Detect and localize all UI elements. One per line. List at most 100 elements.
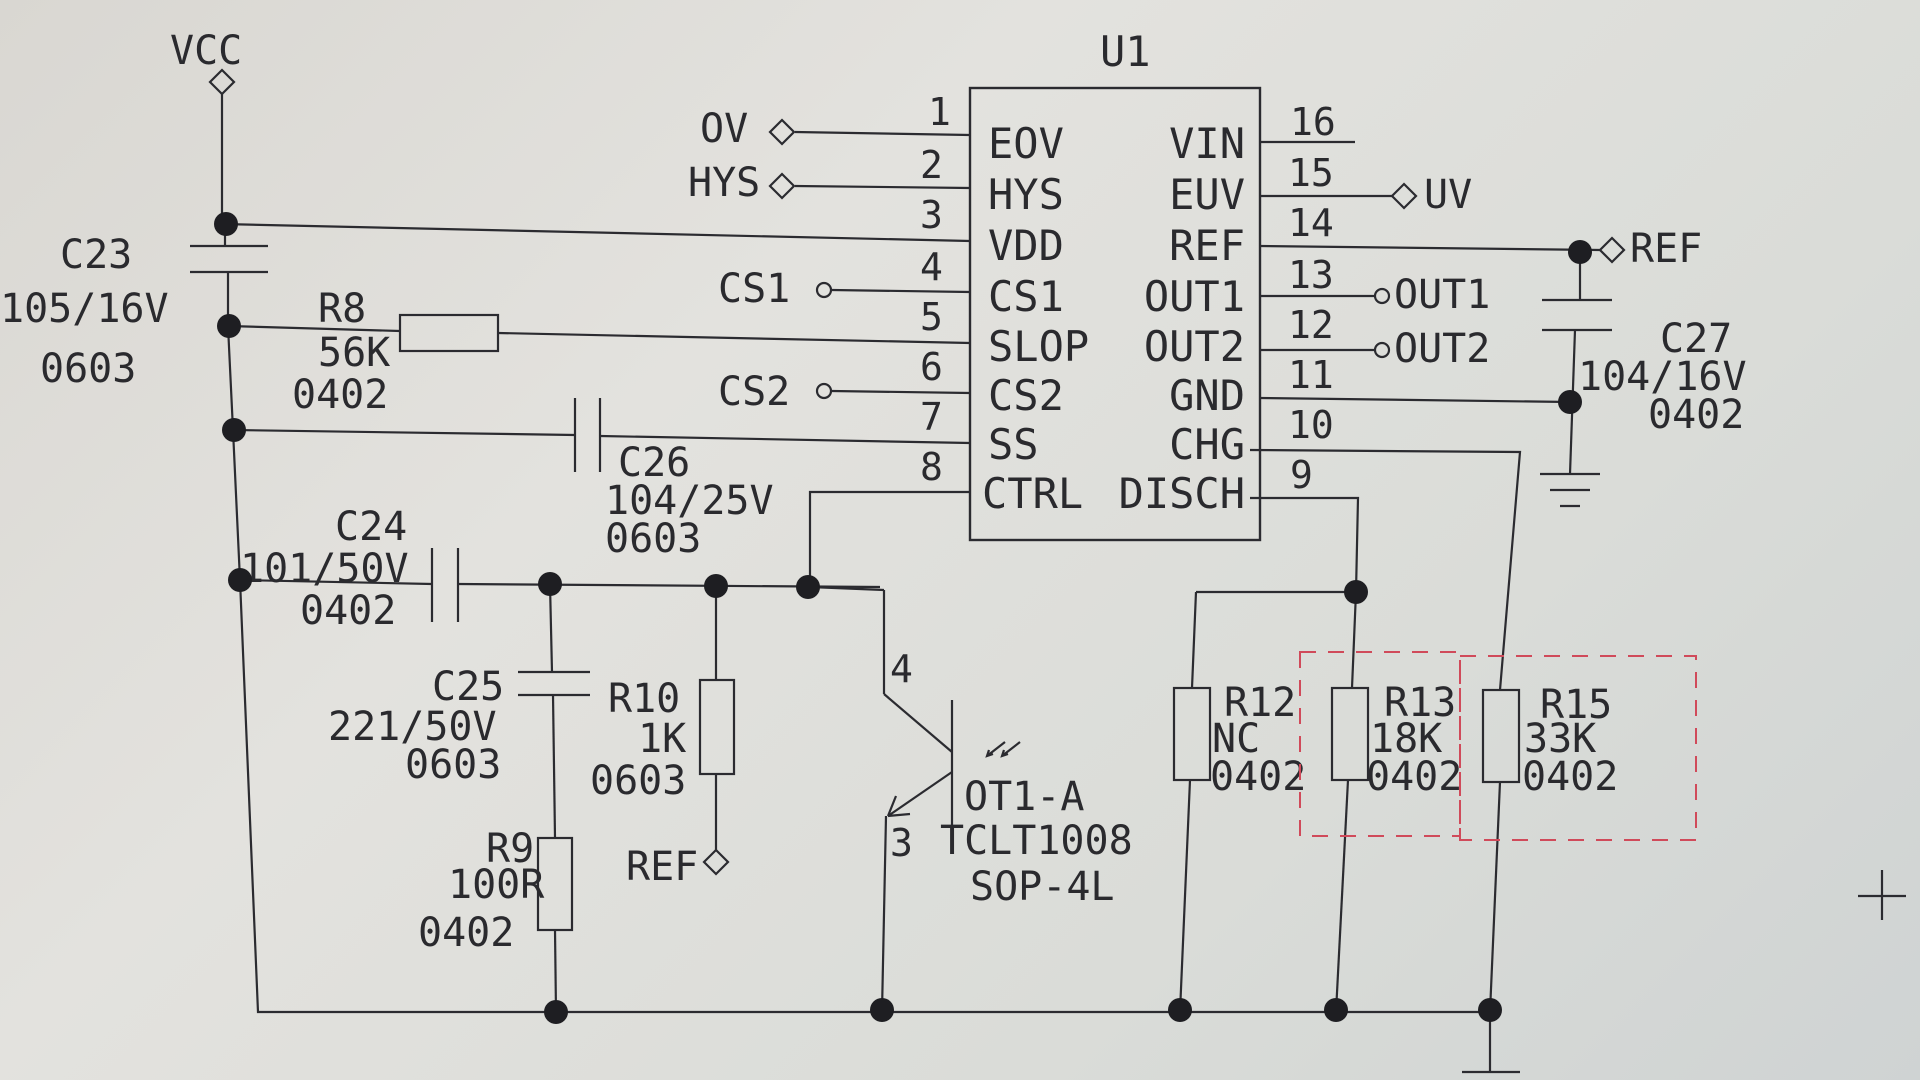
wire-r9-bottom: [553, 929, 558, 1013]
wire-pin9-disch: [1250, 496, 1360, 593]
u1-pin-name-3: VDD: [988, 221, 1064, 270]
c27-value: 104/16V: [1578, 354, 1747, 400]
r13-body: [1330, 686, 1370, 782]
ref-port-icon-right: [1598, 236, 1626, 264]
r15-package: 0402: [1522, 754, 1618, 800]
u1-pin-name-6: CS2: [988, 371, 1064, 420]
c23-ref: C23: [60, 232, 132, 278]
wire-ot1-emitter: [880, 815, 888, 1013]
u1-pin-name-14: REF: [1169, 221, 1245, 270]
wire-pin3-vdd: [221, 222, 971, 243]
wire-pin14: [1259, 244, 1601, 252]
r10-ref: R10: [608, 676, 680, 722]
uv-port-label: UV: [1424, 172, 1472, 218]
wire-r8-right: [497, 331, 971, 345]
uv-port-icon: [1390, 182, 1418, 210]
u1-pin-name-13: OUT1: [1144, 272, 1245, 321]
junction-dot: [1324, 998, 1348, 1022]
u1-pin-name-4: CS1: [988, 272, 1064, 321]
ot1-light-icon: [985, 741, 1021, 758]
cs1-port-icon: [815, 281, 833, 299]
cs1-port-label: CS1: [718, 266, 790, 312]
r15-ref: R15: [1540, 682, 1612, 728]
u1-pin-num-5: 5: [920, 295, 943, 339]
ot1-package: SOP-4L: [970, 864, 1115, 910]
junction-dot: [870, 998, 894, 1022]
u1-pin-num-11: 11: [1288, 353, 1334, 397]
junction-dot: [217, 314, 241, 338]
junction-dot: [228, 568, 252, 592]
cs2-port-label: CS2: [718, 369, 790, 415]
r8-value: 56K: [318, 330, 390, 376]
r9-ref: R9: [486, 826, 534, 872]
junction-dot: [1168, 998, 1192, 1022]
u1-pin-num-6: 6: [920, 345, 943, 389]
c25-value: 221/50V: [328, 704, 497, 750]
u1-pin-name-7: SS: [988, 420, 1039, 469]
u1-pin-name-11: GND: [1169, 371, 1245, 420]
c24-package: 0402: [300, 588, 396, 634]
wire-r12-bottom: [1178, 779, 1192, 1013]
ot1-emitter-leg: [887, 771, 953, 817]
r12-package: 0402: [1210, 754, 1306, 800]
out2-port-label: OUT2: [1394, 326, 1490, 372]
wire-c26-right: [599, 434, 971, 445]
wire-c26-left: [232, 428, 576, 437]
r13-option-box: [1299, 651, 1461, 837]
junction-dot: [222, 418, 246, 442]
c25-ref: C25: [432, 664, 504, 710]
u1-pin-name-8: CTRL: [982, 469, 1083, 518]
wire-r8-left: [227, 324, 401, 333]
r12-ref: R12: [1224, 680, 1296, 726]
hys-port-icon: [768, 172, 796, 200]
u1-pin-num-10: 10: [1288, 403, 1334, 447]
r12-body: [1172, 686, 1212, 782]
r15-value: 33K: [1524, 716, 1596, 762]
wire-pin8-ctrl: [808, 490, 970, 584]
ot1-collector-leg: [883, 693, 953, 753]
ref-port-label-r10: REF: [626, 844, 698, 890]
u1-pin-num-9: 9: [1290, 453, 1313, 497]
wire-pin11: [1259, 396, 1571, 404]
r12-value: NC: [1212, 716, 1260, 762]
u1-pin-name-16: VIN: [1169, 119, 1245, 168]
u1-pin-num-13: 13: [1288, 253, 1334, 297]
u1-pin-name-9: DISCH: [1119, 469, 1245, 518]
wire-pin4: [831, 288, 971, 294]
wire-c25-r9: [551, 694, 557, 839]
c24-value: 101/50V: [240, 546, 409, 592]
c26-value: 104/25V: [605, 478, 774, 524]
u1-pin-num-2: 2: [920, 143, 943, 187]
u1-pin-name-5: SLOP: [988, 322, 1089, 371]
u1-pin-name-12: OUT2: [1144, 322, 1245, 371]
r8-package: 0402: [292, 372, 388, 418]
junction-dot: [704, 574, 728, 598]
u1-pin-num-8: 8: [920, 445, 943, 489]
ov-port-icon: [768, 118, 796, 146]
u1-pin-num-14: 14: [1288, 201, 1334, 245]
r10-package: 0603: [590, 758, 686, 804]
wire-ctrl-to-ot1: [809, 585, 885, 592]
junction-dot: [544, 1000, 568, 1024]
wire-c25-top: [548, 583, 554, 673]
r13-value: 18K: [1370, 716, 1442, 762]
junction-dot: [214, 212, 238, 236]
ov-port-label: OV: [700, 106, 748, 152]
u1-pin-name-1: EOV: [988, 119, 1064, 168]
r8-body: [398, 313, 500, 353]
cs2-port-icon: [815, 382, 833, 400]
u1-pin-name-2: HYS: [988, 170, 1064, 219]
c26-ref: C26: [618, 440, 690, 486]
wire-pin10-chg: [1249, 448, 1522, 691]
junction-dot: [1344, 580, 1368, 604]
c27-ref: C27: [1660, 316, 1732, 362]
wire-r15-bottom: [1488, 781, 1502, 1013]
ot1-pin-4: 4: [890, 647, 913, 691]
wire-r13-bottom: [1334, 779, 1350, 1013]
u1-pin-num-4: 4: [920, 245, 943, 289]
c27-package: 0402: [1648, 392, 1744, 438]
ref-port-label-right: REF: [1630, 226, 1702, 272]
u1-pin-num-3: 3: [920, 193, 943, 237]
u1-ref: U1: [1100, 27, 1151, 76]
